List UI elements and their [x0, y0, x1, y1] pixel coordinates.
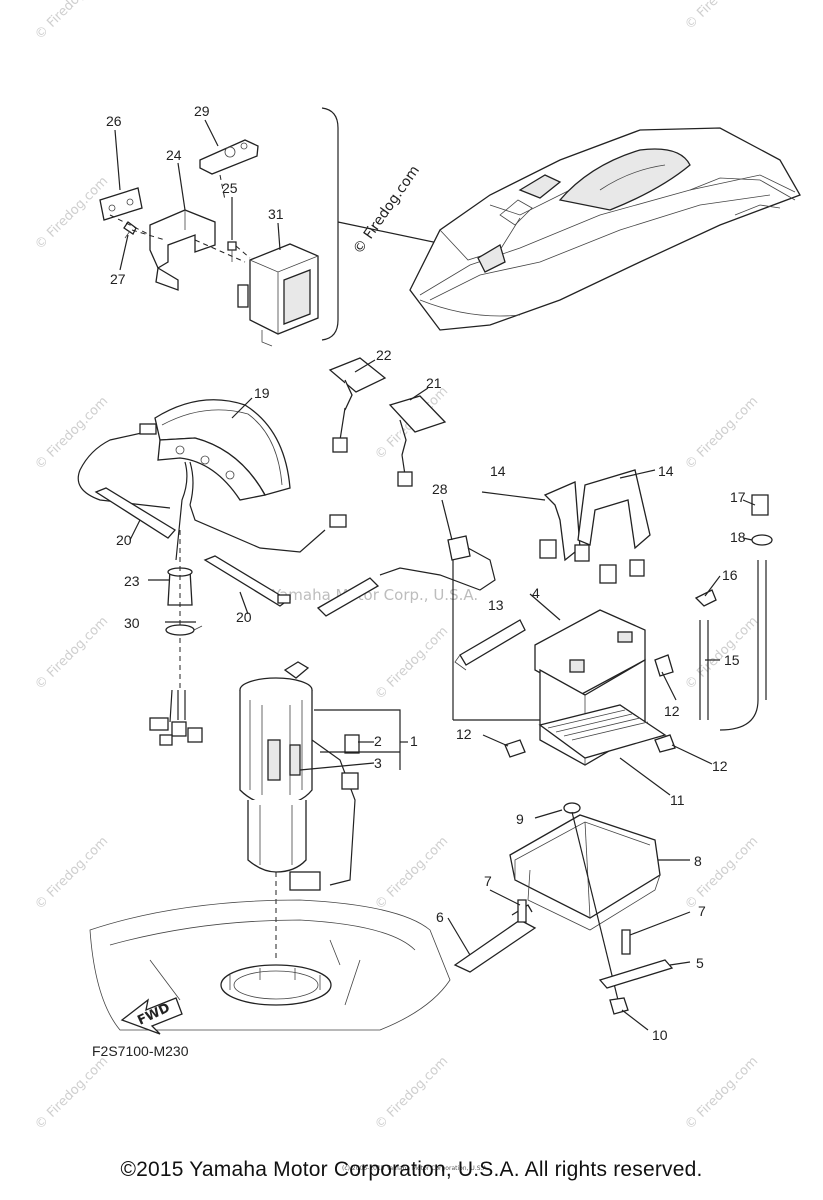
copyright-footer: ©2015 Yamaha Motor Corporation, U.S.A. A…	[120, 1158, 703, 1181]
watermark: © Firedog.com	[682, 0, 761, 33]
callout-12b: 12	[456, 726, 472, 742]
callout-5: 5	[696, 955, 704, 971]
diagram-code: F2S7100-M230	[92, 1043, 189, 1059]
callout-19: 19	[254, 385, 270, 401]
callout-12c: 12	[712, 758, 728, 774]
callout-1: 1	[410, 733, 418, 749]
leader-lines	[114, 119, 756, 1031]
callout-14b: 14	[658, 463, 674, 479]
callout-14a: 14	[490, 463, 506, 479]
watermark: © Firedog.com	[372, 834, 451, 913]
callout-11: 11	[670, 792, 685, 808]
small-copyright: (c) 2005-2015 Yamaha Motor Corporation, …	[342, 1165, 488, 1172]
callout-7b: 7	[698, 903, 706, 919]
callout-24: 30	[124, 615, 140, 631]
callout-10: 10	[652, 1027, 668, 1043]
callout-2: 2	[374, 733, 382, 749]
callout-13: 13	[488, 597, 504, 613]
watermark: © Firedog.com	[32, 834, 111, 913]
callout-16: 16	[722, 567, 738, 583]
battery-group	[452, 469, 773, 1015]
callout-26: 25	[222, 180, 238, 196]
callouts: 26 24 29 25 31 27 22 19 21 28 14 14 17 1…	[92, 103, 746, 1172]
callout-30: 29	[194, 103, 210, 119]
watermark: © Firedog.com	[32, 394, 111, 473]
watermark: © Firedog.com	[682, 394, 761, 473]
callout-7a: 7	[484, 873, 492, 889]
callout-20a: 20	[116, 532, 132, 548]
callout-18: 18	[730, 529, 746, 545]
watermark: © Firedog.com	[372, 624, 451, 703]
hull-group: FWD	[89, 899, 451, 1035]
callout-23: 23	[124, 573, 140, 589]
callout-9: 9	[516, 811, 524, 827]
watermark: © Firedog.com	[32, 0, 111, 43]
receiver-bracket-group	[99, 139, 319, 347]
callout-31: 31	[268, 206, 284, 222]
fuel-pump-group	[239, 661, 401, 960]
callout-21: 21	[426, 375, 442, 391]
callout-28: 27	[110, 271, 126, 287]
watermark: © Firedog.com	[32, 614, 111, 693]
callout-20b: 20	[236, 609, 252, 625]
callout-4: 4	[532, 585, 540, 601]
callout-6: 6	[436, 909, 444, 925]
watermark: © Firedog.com	[682, 834, 761, 913]
callout-15: 15	[724, 652, 740, 668]
sensor-group	[316, 535, 496, 617]
meter-group	[77, 357, 447, 746]
callout-29: 28	[432, 481, 448, 497]
watercraft-illustration: © Firedog.com	[350, 127, 801, 331]
callout-3: 3	[374, 755, 382, 771]
callout-27: 26	[106, 113, 122, 129]
callout-17: 17	[730, 489, 746, 505]
watermark: © Firedog.com	[32, 1054, 111, 1133]
callout-25: 24	[166, 147, 182, 163]
center-watermark: Yamaha Motor Corp., U.S.A.	[271, 586, 478, 604]
watermark: © Firedog.com	[32, 174, 111, 253]
craft-watermark: © Firedog.com	[350, 163, 423, 257]
callout-12a: 12	[664, 703, 680, 719]
watermark: © Firedog.com	[682, 1054, 761, 1133]
watermark: © Firedog.com	[682, 614, 761, 693]
callout-8: 8	[694, 853, 702, 869]
callout-22: 22	[376, 347, 392, 363]
watermark: © Firedog.com	[372, 1054, 451, 1133]
